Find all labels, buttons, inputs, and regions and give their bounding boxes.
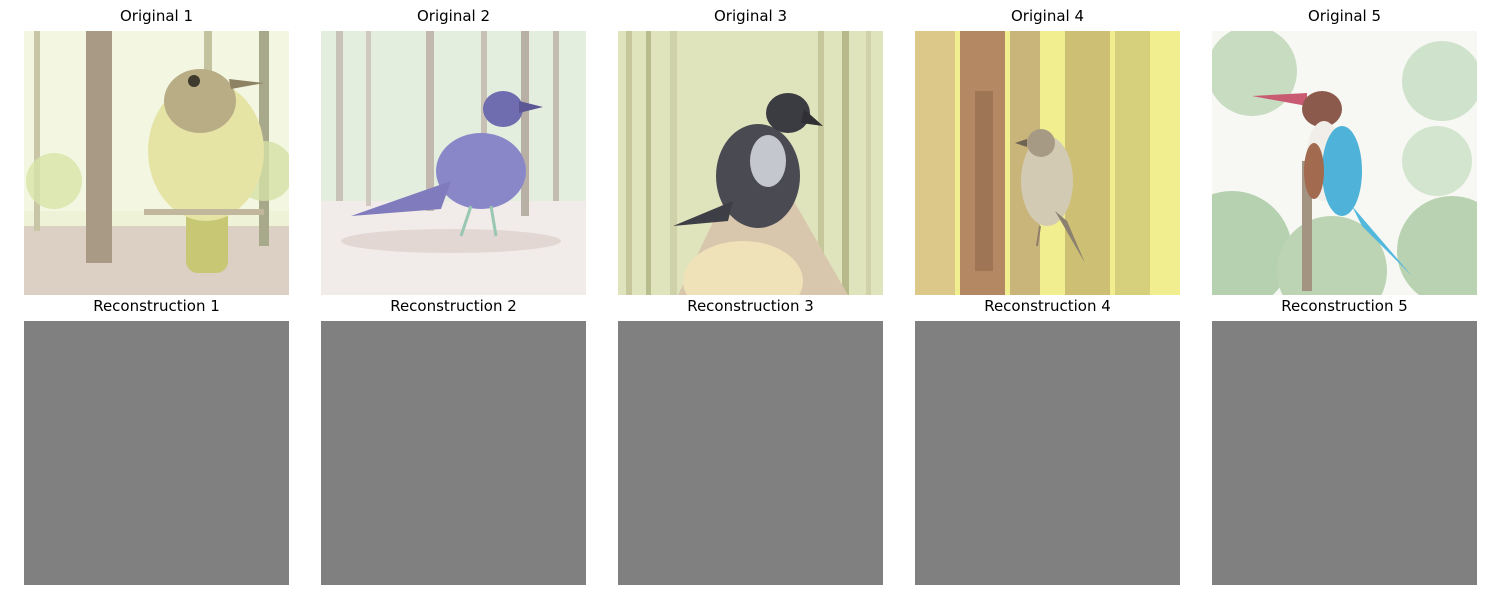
reconstruction-5-title: Reconstruction 5 [1281, 297, 1408, 315]
original-2-title: Original 2 [416, 7, 490, 25]
original-5-image [1212, 31, 1477, 295]
original-3-title: Original 3 [713, 7, 787, 25]
original-3-image [618, 31, 883, 295]
original-4-title: Original 4 [1010, 7, 1084, 25]
reconstruction-4-title: Reconstruction 4 [984, 297, 1111, 315]
reconstruction-3-image [618, 321, 883, 585]
original-2-image [321, 31, 586, 295]
reconstruction-2-title: Reconstruction 2 [390, 297, 517, 315]
reconstruction-1-image [24, 321, 289, 585]
original-4-image [915, 31, 1180, 295]
reconstruction-1-title: Reconstruction 1 [93, 297, 220, 315]
original-1-image [24, 31, 289, 295]
original-1-title: Original 1 [119, 7, 193, 25]
reconstruction-3-title: Reconstruction 3 [687, 297, 814, 315]
reconstruction-5-image [1212, 321, 1477, 585]
reconstruction-4-image [915, 321, 1180, 585]
original-5-title: Original 5 [1307, 7, 1381, 25]
reconstruction-2-image [321, 321, 586, 585]
